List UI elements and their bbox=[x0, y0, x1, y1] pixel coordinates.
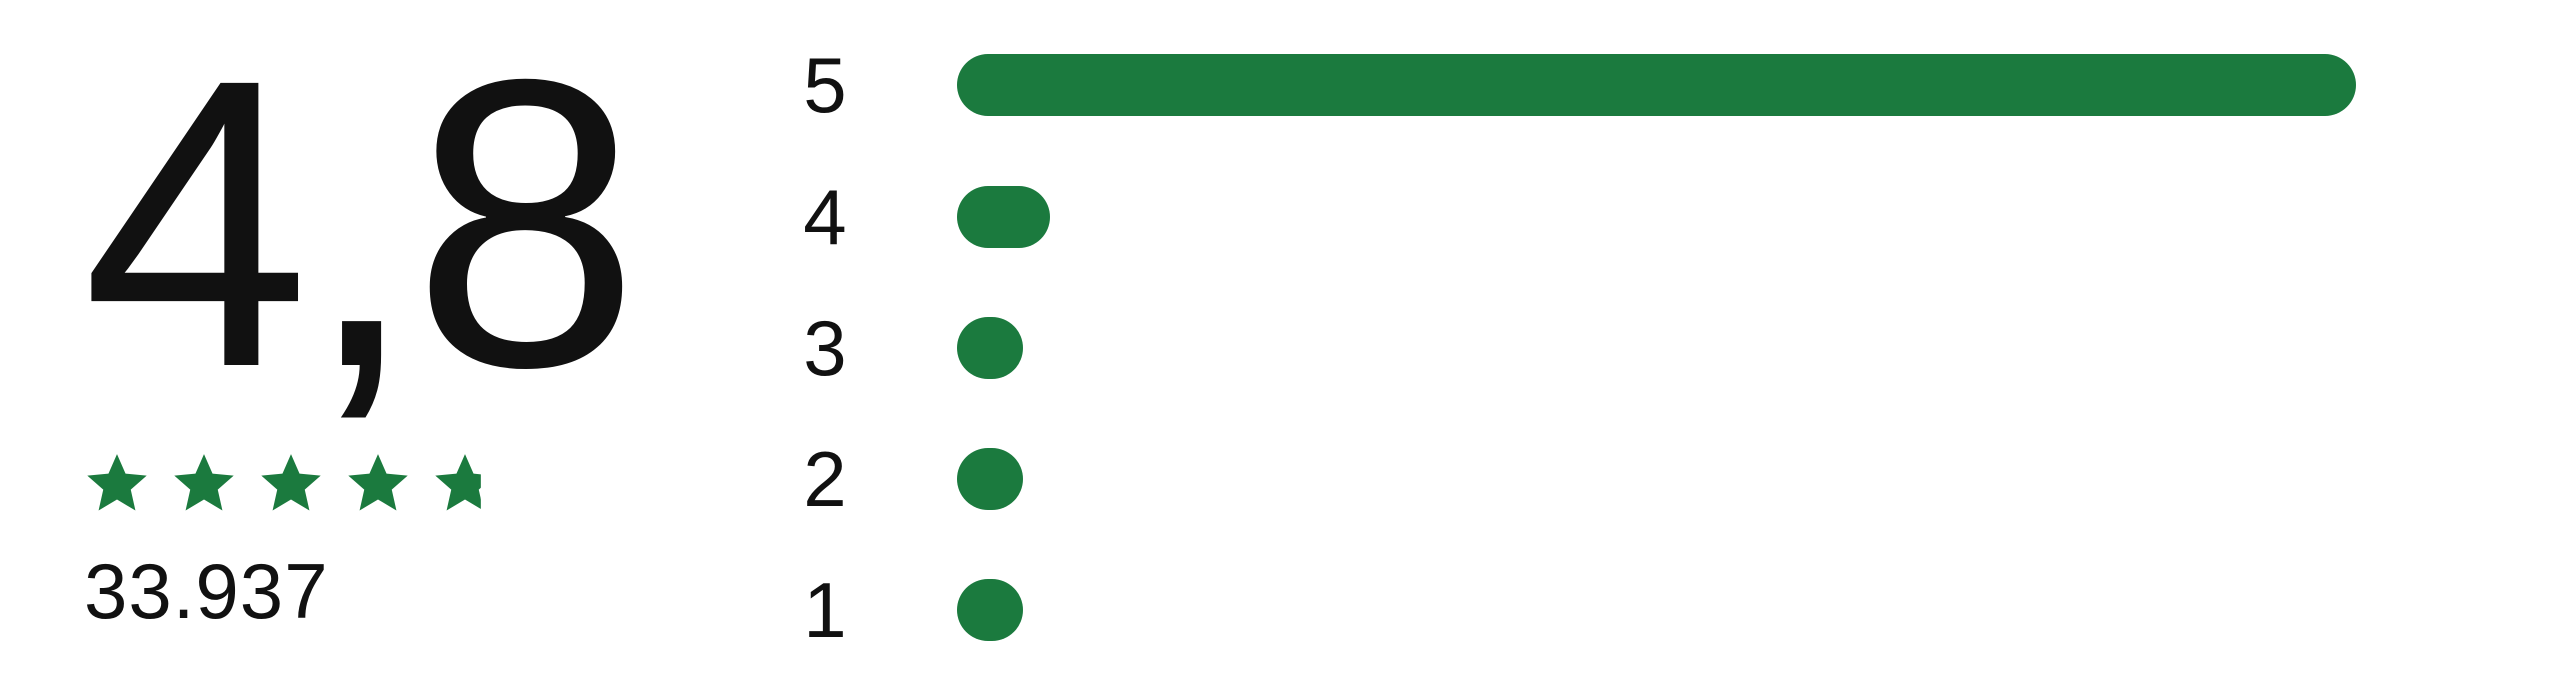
review-count: 33.937 bbox=[84, 547, 329, 635]
rating-bar-1 bbox=[957, 579, 1023, 641]
rating-score: 4,8 bbox=[82, 0, 640, 452]
rating-bar-4 bbox=[957, 186, 1051, 248]
star-rating bbox=[84, 450, 498, 516]
rating-row-5: 5 bbox=[800, 46, 2520, 124]
rating-bar-2 bbox=[957, 448, 1023, 510]
star-full-icon bbox=[171, 450, 237, 516]
rating-bar-3 bbox=[957, 317, 1023, 379]
rating-label: 3 bbox=[803, 304, 847, 392]
rating-bar-track bbox=[957, 54, 2511, 116]
rating-label: 5 bbox=[803, 41, 847, 129]
star-full-icon bbox=[84, 450, 150, 516]
rating-bar-track bbox=[957, 186, 2511, 248]
rating-bar-track bbox=[957, 579, 2511, 641]
rating-bar-track bbox=[957, 448, 2511, 510]
rating-bar-track bbox=[957, 317, 2511, 379]
rating-bar-5 bbox=[957, 54, 2356, 116]
rating-row-2: 2 bbox=[800, 440, 2520, 518]
rating-row-1: 1 bbox=[800, 571, 2520, 649]
rating-label: 1 bbox=[803, 566, 847, 654]
rating-row-3: 3 bbox=[800, 309, 2520, 387]
star-partial-icon bbox=[432, 450, 498, 516]
rating-row-4: 4 bbox=[800, 178, 2520, 256]
rating-label: 2 bbox=[803, 435, 847, 523]
rating-label: 4 bbox=[803, 173, 847, 261]
star-full-icon bbox=[345, 450, 411, 516]
star-full-icon bbox=[258, 450, 324, 516]
